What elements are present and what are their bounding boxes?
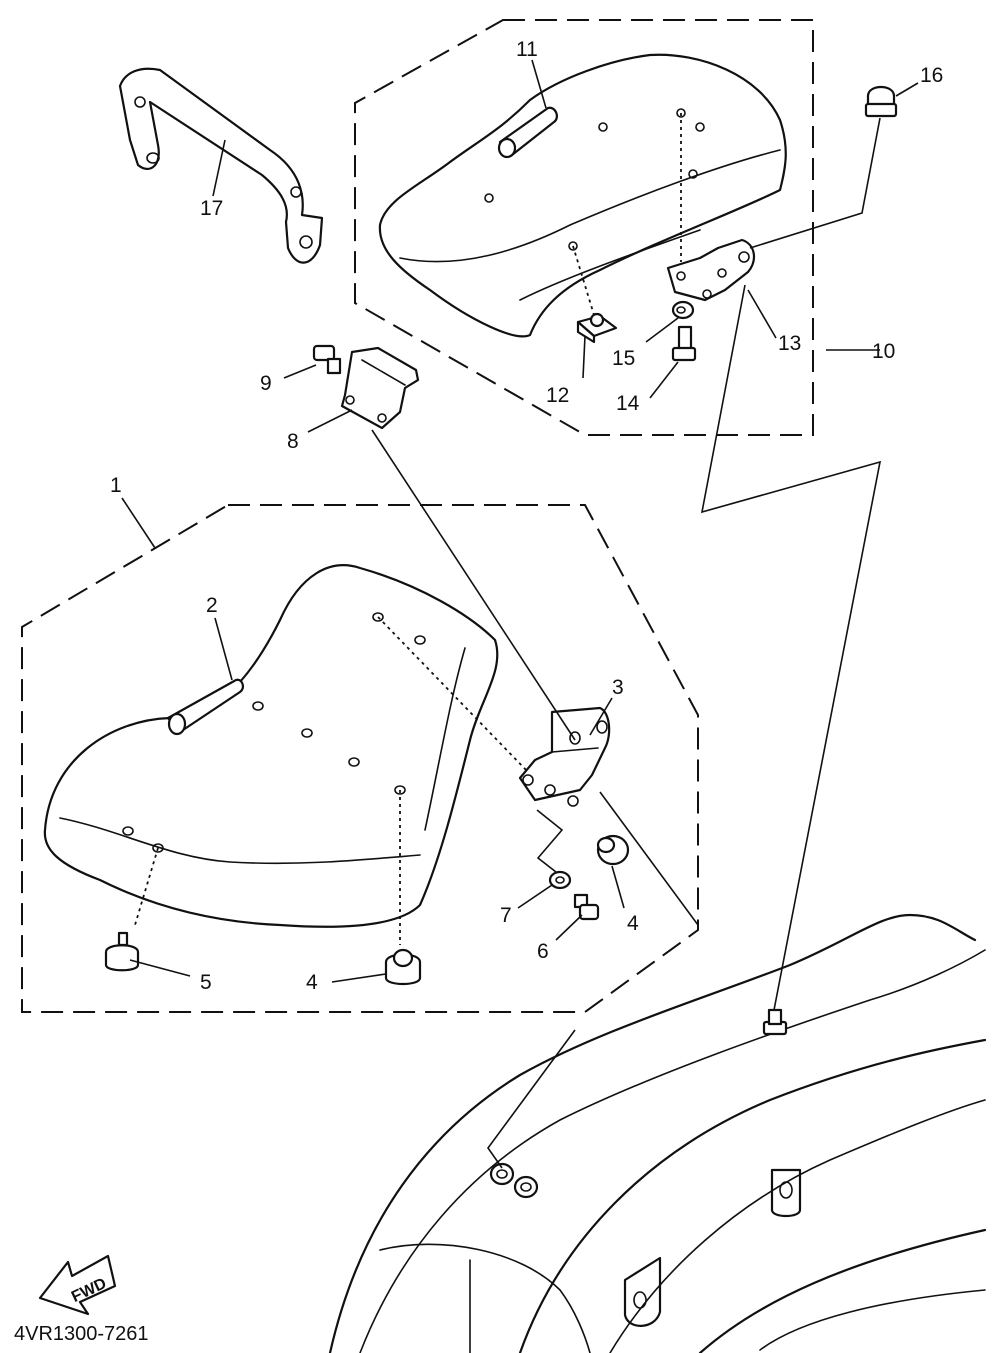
nut-12 (576, 312, 618, 344)
pillion-bracket (666, 238, 756, 302)
callout-5: 5 (200, 971, 212, 994)
callout-11: 11 (516, 38, 538, 61)
cap-nut-16 (864, 85, 898, 118)
rider-seat (43, 564, 499, 928)
callout-17: 17 (200, 197, 223, 220)
callout-10: 10 (872, 340, 895, 363)
diagram-code: 4VR1300-7261 (14, 1323, 149, 1345)
damper-4b (384, 948, 422, 986)
callout-4a: 4 (627, 912, 639, 935)
bolt-9 (312, 344, 342, 375)
callout-14: 14 (616, 392, 640, 415)
fender-brackets (623, 1168, 802, 1327)
fender-grommets (489, 1162, 539, 1199)
hinge-bracket-8 (340, 346, 420, 430)
rear-fender (328, 913, 987, 1353)
fender-bolt (762, 1008, 788, 1036)
bolt-5 (104, 931, 140, 972)
callout-16: 16 (920, 64, 943, 87)
callout-13: 13 (778, 332, 801, 355)
callout-8: 8 (287, 430, 299, 453)
grab-bar (118, 67, 324, 264)
callout-12: 12 (546, 384, 569, 407)
callout-numbers: 1 2 3 4 4 5 6 7 8 9 10 11 12 13 14 15 16… (110, 38, 943, 994)
pillion-mount-line-b (572, 245, 595, 316)
bolt-14 (671, 325, 697, 362)
callout-15: 15 (612, 347, 635, 370)
pillion-seat-assembly-outline (354, 19, 814, 436)
callout-3: 3 (612, 676, 624, 699)
washer-7 (548, 870, 572, 890)
seat-bracket (518, 706, 611, 807)
forward-indicator: FWD (38, 1254, 117, 1316)
pillion-seat (378, 53, 787, 338)
callout-9: 9 (260, 372, 272, 395)
washer-15 (671, 300, 695, 320)
guide-lines (371, 117, 882, 1169)
arrow-left-down-icon (38, 1254, 117, 1316)
callout-4b: 4 (306, 971, 318, 994)
rider-seat-assembly-outline (21, 504, 699, 1013)
callout-7: 7 (500, 904, 512, 927)
mount-line-a (377, 616, 529, 773)
callout-2: 2 (206, 594, 218, 617)
damper-4a (596, 834, 630, 866)
bolt-6 (573, 893, 600, 921)
callout-leaders (121, 59, 919, 983)
callout-1: 1 (110, 474, 122, 497)
callout-6: 6 (537, 940, 549, 963)
